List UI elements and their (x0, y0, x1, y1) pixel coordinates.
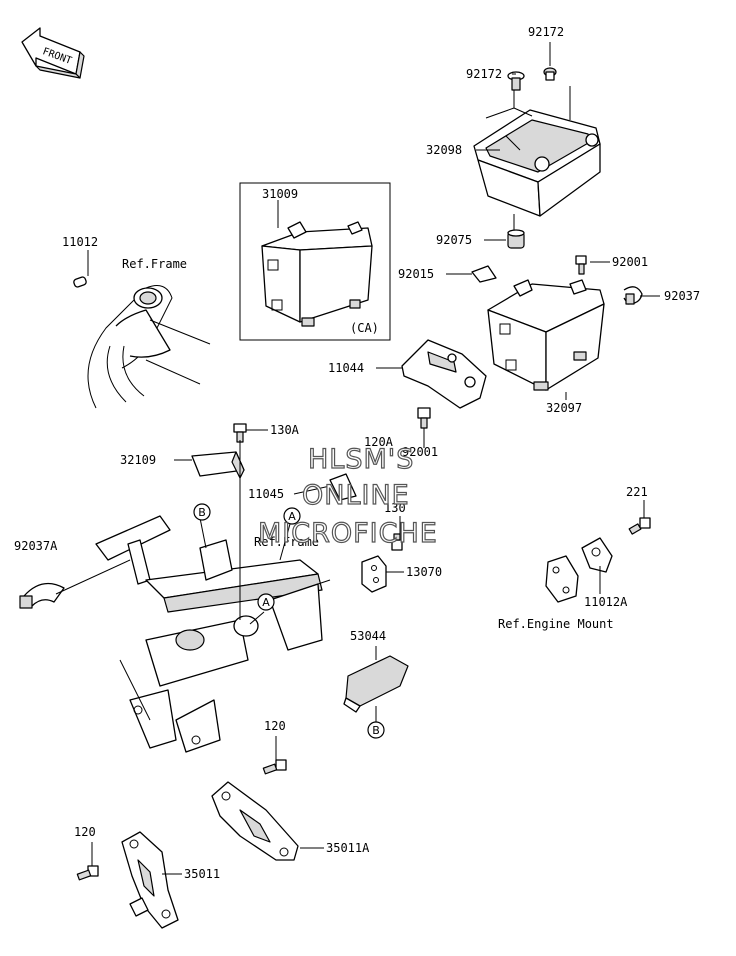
label-32098: 32098 (426, 143, 462, 157)
label-ca: (CA) (350, 321, 379, 335)
battery-case-31009 (261, 221, 373, 327)
bracket-35011 (121, 831, 179, 929)
label-92015: 92015 (398, 267, 434, 281)
label-92172-top: 92172 (528, 25, 564, 39)
label-130a: 130A (270, 423, 300, 437)
part-labels: 92172 92172 32098 31009 92075 11012 Ref.… (14, 25, 700, 881)
leader-lines (55, 42, 660, 875)
label-32109: 32109 (120, 453, 156, 467)
label-92075: 92075 (436, 233, 472, 247)
bolt-92001-top (575, 255, 587, 275)
label-92172-left: 92172 (466, 67, 502, 81)
cover-32109 (191, 451, 245, 479)
sleeve-53044 (343, 655, 409, 713)
label-13070: 13070 (406, 565, 442, 579)
label-ref-engine-mount: Ref.Engine Mount (498, 617, 614, 631)
marker-a-1: A (283, 507, 301, 525)
label-35011: 35011 (184, 867, 220, 881)
watermark-line-3: MICROFICHE (258, 518, 438, 549)
front-arrow-icon: FRONT (21, 27, 85, 79)
marker-a-2: A (257, 593, 275, 611)
screw-92172-right (543, 67, 557, 81)
label-31009: 31009 (262, 187, 298, 201)
clamp-92037 (623, 286, 643, 305)
battery-cover-32098 (473, 109, 601, 217)
bolt-120-low (76, 865, 99, 881)
watermark-line-2: ONLINE (302, 480, 410, 511)
clamp-92037a (19, 582, 65, 609)
screw-92172-left (507, 71, 525, 91)
main-frame-reference (95, 515, 331, 753)
bolt-130a (233, 423, 247, 443)
bracket-11045 (329, 473, 357, 501)
label-53044: 53044 (350, 629, 386, 643)
bolt-92001-mid (417, 407, 431, 429)
grommet-92075 (507, 229, 525, 249)
label-92037a: 92037A (14, 539, 58, 553)
svg-text:B: B (198, 506, 206, 519)
label-11044: 11044 (328, 361, 364, 375)
engine-mount-11012a (545, 537, 613, 603)
marker-b-2: B (367, 721, 385, 739)
marker-b-1: B (193, 503, 211, 521)
svg-text:A: A (288, 510, 296, 523)
frame-reference-top (87, 285, 211, 409)
label-ref-frame-mid: Ref.Frame (254, 535, 319, 549)
clip-92015 (471, 265, 497, 283)
label-35011a: 35011A (326, 841, 370, 855)
label-221: 221 (626, 485, 648, 499)
bolt-120-mid (262, 759, 287, 775)
label-92037: 92037 (664, 289, 700, 303)
bolt-130 (391, 533, 403, 551)
label-11012a: 11012A (584, 595, 628, 609)
watermark-line-1: HLSM'S (308, 444, 414, 475)
bracket-35011a (211, 781, 299, 861)
label-130: 130 (384, 501, 406, 515)
bolt-221 (628, 517, 651, 535)
pin-11012 (73, 276, 87, 288)
label-120a: 120A (364, 435, 394, 449)
battery-case-32097 (487, 279, 605, 391)
label-92001-mid: 92001 (402, 445, 438, 459)
label-120-low: 120 (74, 825, 96, 839)
watermark: HLSM'S ONLINE MICROFICHE (257, 443, 438, 549)
svg-text:A: A (262, 596, 270, 609)
bracket-11044 (401, 339, 487, 409)
ca-variant-box (239, 182, 391, 341)
label-92001-top: 92001 (612, 255, 648, 269)
label-ref-frame-top: Ref.Frame (122, 257, 187, 271)
svg-text:B: B (372, 724, 380, 737)
label-32097: 32097 (546, 401, 582, 415)
label-11045: 11045 (248, 487, 284, 501)
label-11012: 11012 (62, 235, 98, 249)
label-120-mid: 120 (264, 719, 286, 733)
bracket-13070 (361, 555, 387, 593)
